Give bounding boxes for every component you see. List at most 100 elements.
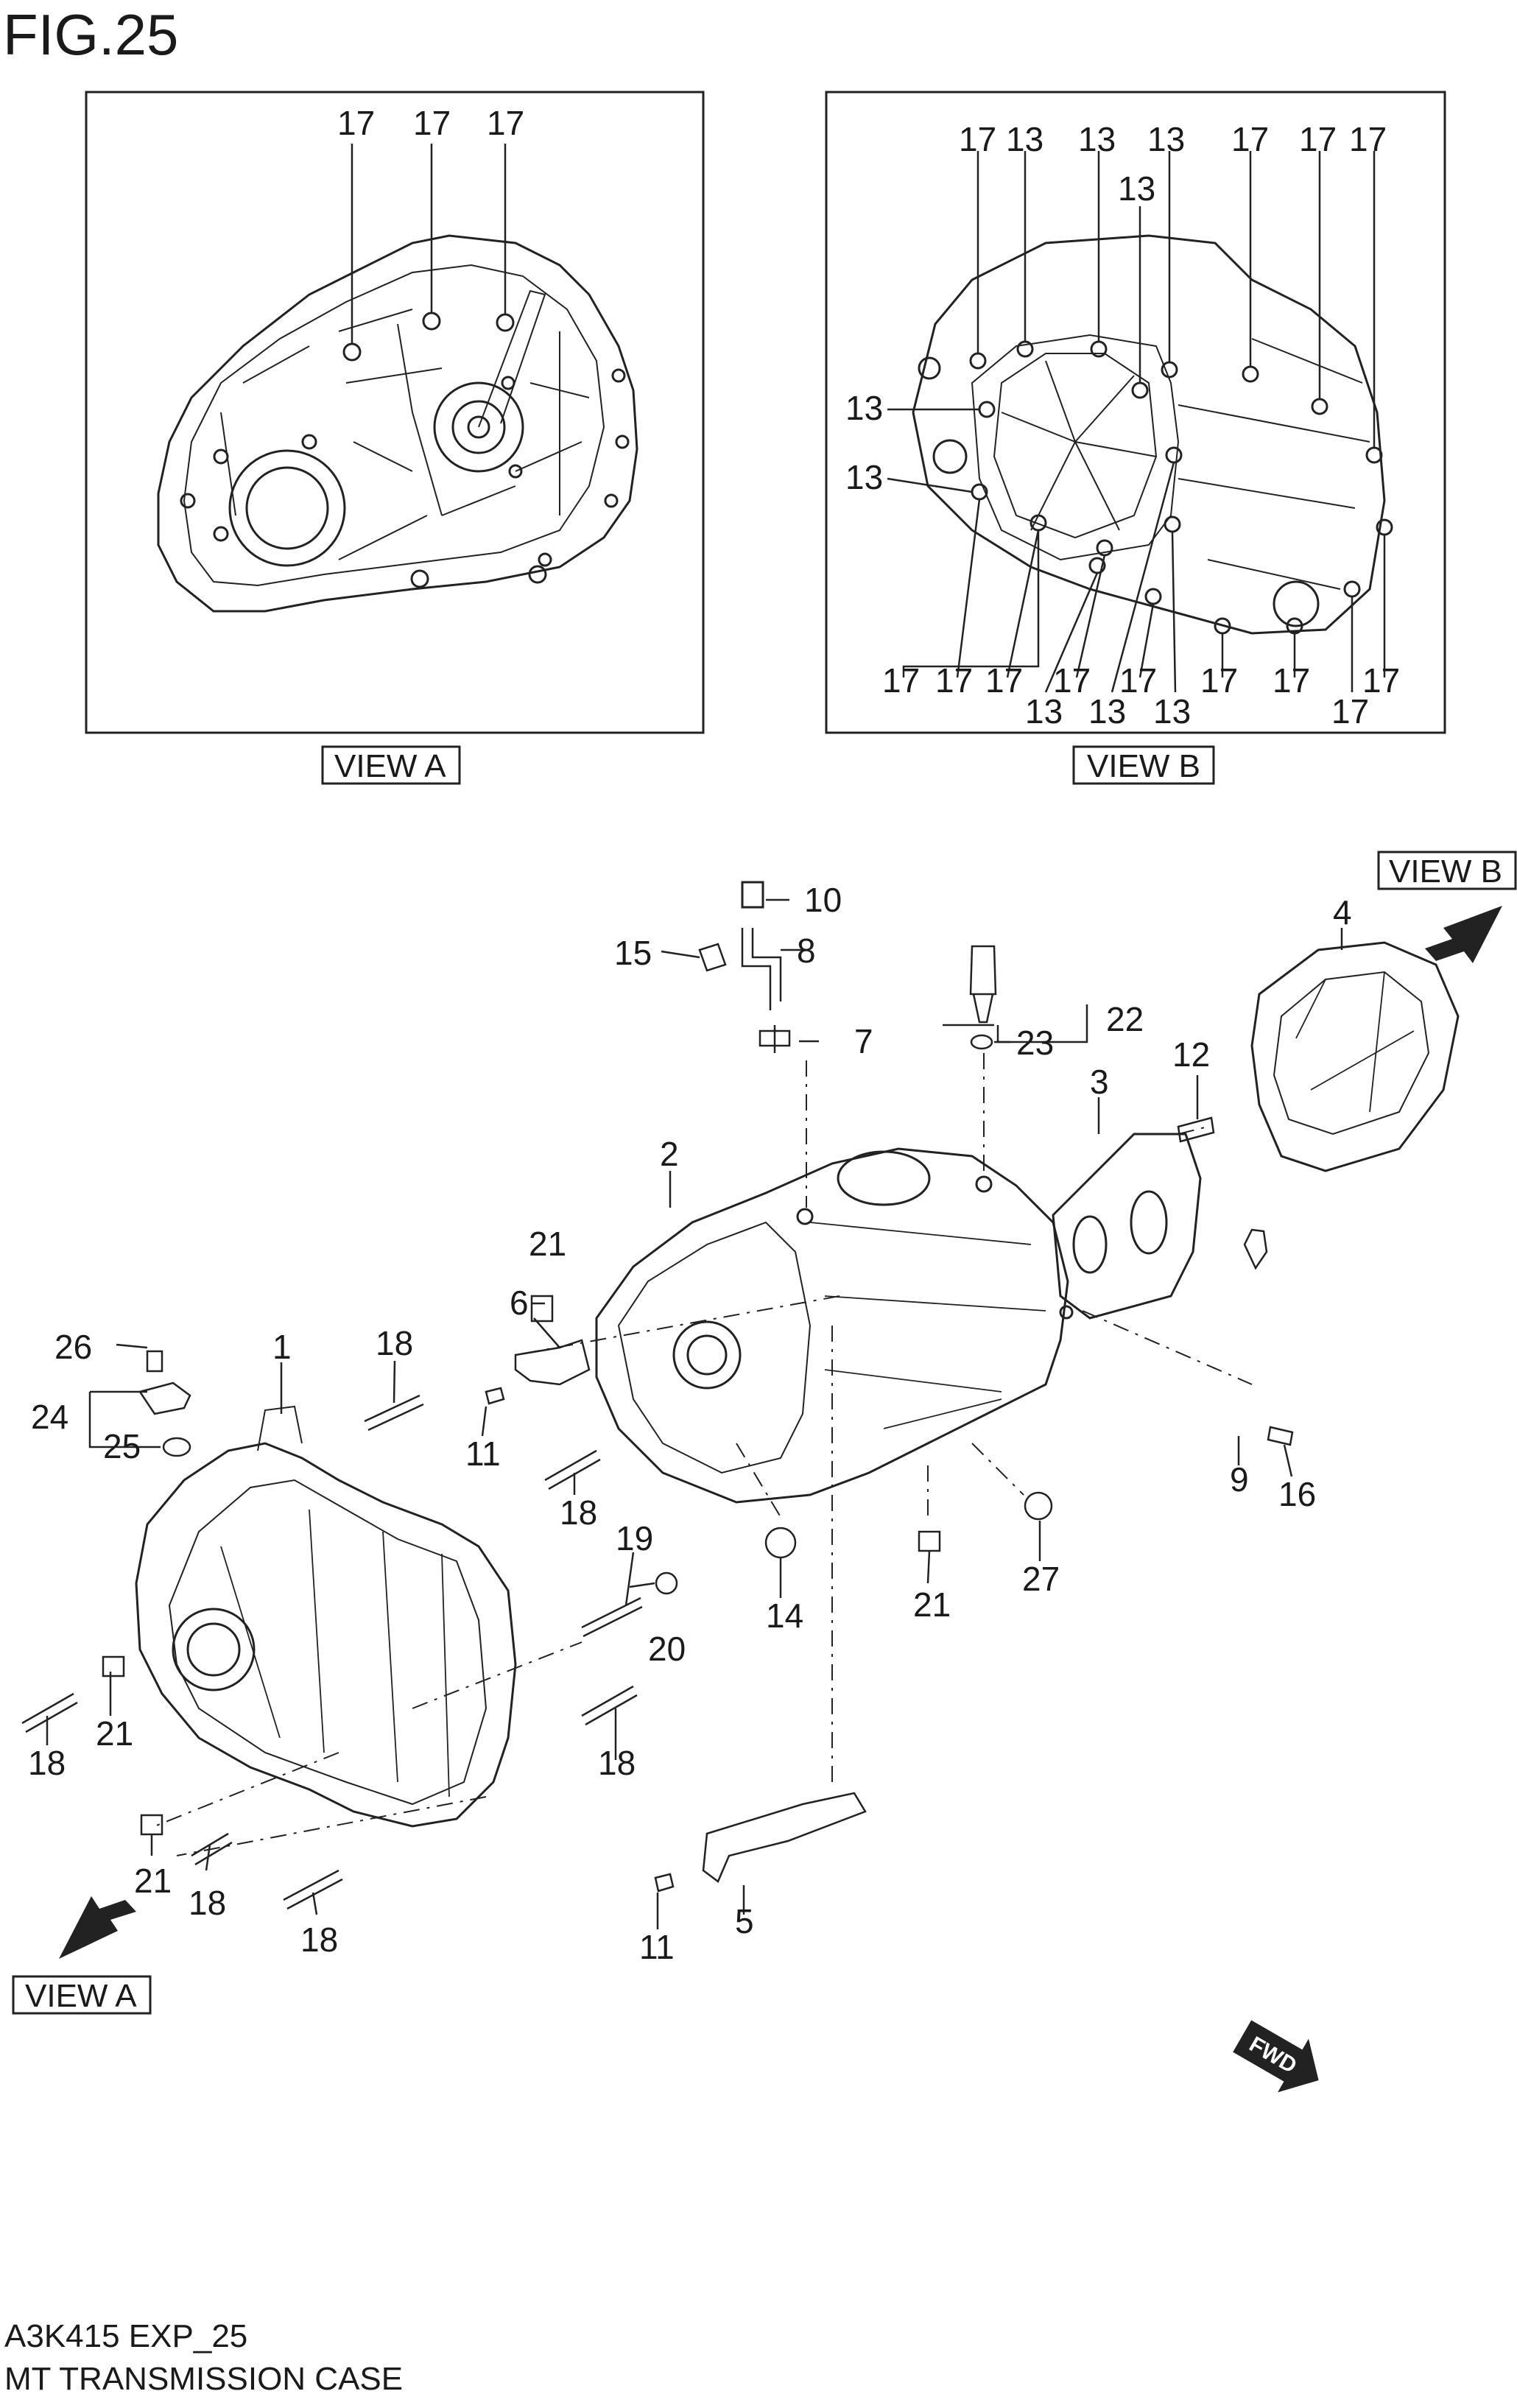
part-20-nut xyxy=(655,1571,678,1595)
part-label-1: 1 xyxy=(272,1328,292,1366)
part-label-18-a: 18 xyxy=(376,1324,413,1362)
view-b-callout-top-3: 13 xyxy=(1078,120,1116,158)
part-label-18-f: 18 xyxy=(300,1921,338,1959)
part-15-clip xyxy=(698,943,727,972)
part-27-plug xyxy=(1024,1491,1053,1521)
part-label-21-b: 21 xyxy=(913,1585,951,1624)
part-label-24: 24 xyxy=(31,1398,68,1436)
view-b-callout-bottom-7: 17 xyxy=(1119,661,1157,700)
exploded-view xyxy=(21,881,1460,1910)
part-18-bolt-6 xyxy=(283,1869,343,1910)
part-label-5: 5 xyxy=(735,1902,754,1940)
part-9-bracket xyxy=(1243,1228,1268,1270)
view-b-callout-top-7: 17 xyxy=(1349,120,1387,158)
figure-name: MT TRANSMISSION CASE xyxy=(4,2361,404,2397)
view-a-callout-17-3: 17 xyxy=(487,104,524,142)
view-b-callout-bottom-2: 17 xyxy=(935,661,973,700)
part-24-cover xyxy=(138,1381,191,1415)
view-b-callout-bottom-8: 13 xyxy=(1153,692,1191,731)
part-label-11-b: 11 xyxy=(639,1928,675,1966)
clutch-housing-drawing xyxy=(135,1442,517,1828)
part-label-23: 23 xyxy=(1016,1024,1054,1062)
part-label-27: 27 xyxy=(1022,1560,1060,1598)
view-b-callout-bottom-6: 13 xyxy=(1088,692,1126,731)
part-label-14: 14 xyxy=(766,1596,803,1635)
part-23-gasket xyxy=(970,1034,993,1050)
fwd-arrow-icon: FWD xyxy=(1233,2020,1319,2093)
part-label-6: 6 xyxy=(510,1284,529,1322)
view-b-callout-left-2: 13 xyxy=(845,458,883,496)
part-label-22: 22 xyxy=(1106,1000,1144,1038)
view-a-case-drawing xyxy=(157,234,638,613)
view-b-callout-top-6: 17 xyxy=(1299,120,1337,158)
part-26-bolt xyxy=(146,1350,163,1373)
figure-title: FIG.25 xyxy=(3,2,179,67)
part-18-bolt-1 xyxy=(364,1394,424,1432)
part-label-18-c: 18 xyxy=(28,1744,66,1782)
view-a-callout-box xyxy=(12,1975,152,2015)
gasket-plate-drawing xyxy=(1052,1133,1202,1320)
view-b-panel: 17 13 13 13 17 17 17 13 13 13 17 17 17 1… xyxy=(825,91,1446,785)
view-b-callout-bottom-3: 17 xyxy=(985,661,1023,700)
part-label-19: 19 xyxy=(616,1519,653,1557)
view-b-callout-top-2: 13 xyxy=(1006,120,1043,158)
part-label-21-a: 21 xyxy=(529,1225,566,1263)
view-b-leaders xyxy=(887,151,1386,693)
view-b-callout-top-1: 17 xyxy=(959,120,996,158)
view-b-callout-top-4: 13 xyxy=(1147,120,1185,158)
part-label-20: 20 xyxy=(648,1630,686,1668)
view-a-callout-17-1: 17 xyxy=(337,104,375,142)
view-a-callout-17-2: 17 xyxy=(413,104,451,142)
part-18-bolt-4 xyxy=(581,1685,638,1726)
bracket-6-drawing xyxy=(514,1339,591,1386)
view-b-callout-bottom-12: 17 xyxy=(1362,661,1400,700)
part-number-labels: 1 2 3 4 5 6 7 8 9 10 11 11 12 14 15 16 1… xyxy=(28,881,1352,1966)
part-label-2: 2 xyxy=(660,1135,679,1173)
part-22-sensor xyxy=(969,945,997,1024)
part-label-16: 16 xyxy=(1278,1475,1316,1513)
part-14-plug xyxy=(764,1527,797,1559)
view-a-label-box xyxy=(321,745,461,785)
transmission-case-drawing xyxy=(595,1147,1069,1504)
part-10-cap xyxy=(741,881,764,909)
part-label-26: 26 xyxy=(54,1328,92,1366)
view-b-label: VIEW B xyxy=(1087,748,1200,784)
extension-housing-drawing xyxy=(1250,941,1460,1172)
part-7-breather xyxy=(758,1025,791,1053)
view-b-direction-arrow xyxy=(1425,906,1502,963)
part-label-8: 8 xyxy=(797,932,816,970)
part-label-18-e: 18 xyxy=(189,1884,226,1922)
view-a-leaders xyxy=(351,144,507,345)
part-21-pin-b xyxy=(530,1295,554,1323)
part-16-bolt xyxy=(1267,1426,1294,1446)
part-label-10: 10 xyxy=(804,881,842,919)
view-b-label-box xyxy=(1072,745,1215,785)
part-12-bolt xyxy=(1177,1116,1215,1143)
view-b-callout-bottom-4: 13 xyxy=(1025,692,1063,731)
view-b-callout-bottom-5: 17 xyxy=(1053,661,1091,700)
view-b-callout-bottom-9: 17 xyxy=(1200,661,1238,700)
part-label-7: 7 xyxy=(854,1022,873,1060)
part-label-21-d: 21 xyxy=(134,1862,172,1900)
view-a-panel: 17 17 17 VIEW A xyxy=(85,91,705,785)
model-code: A3K415 EXP_25 xyxy=(4,2318,248,2354)
part-label-21-c: 21 xyxy=(96,1714,133,1753)
view-b-callout-bottom-1: 17 xyxy=(882,661,920,700)
view-b-callout-bottom-10: 17 xyxy=(1273,661,1310,700)
part-21-pin-c xyxy=(102,1655,125,1677)
part-21-pin-a xyxy=(918,1530,941,1552)
part-label-9: 9 xyxy=(1230,1460,1249,1499)
view-b-callout-box xyxy=(1377,851,1517,890)
part-18-bolt-3 xyxy=(21,1692,78,1733)
part-label-12: 12 xyxy=(1172,1035,1210,1074)
part-label-25: 25 xyxy=(103,1427,141,1465)
part-label-11-a: 11 xyxy=(465,1434,501,1473)
part-18-bolt-2 xyxy=(544,1449,601,1490)
view-b-callout-bottom-11: 17 xyxy=(1331,692,1369,731)
bracket-5-drawing xyxy=(702,1792,867,1883)
view-b-callout-top-5: 17 xyxy=(1231,120,1269,158)
part-label-4: 4 xyxy=(1333,893,1352,932)
view-b-callout-top-8: 13 xyxy=(1118,169,1155,208)
